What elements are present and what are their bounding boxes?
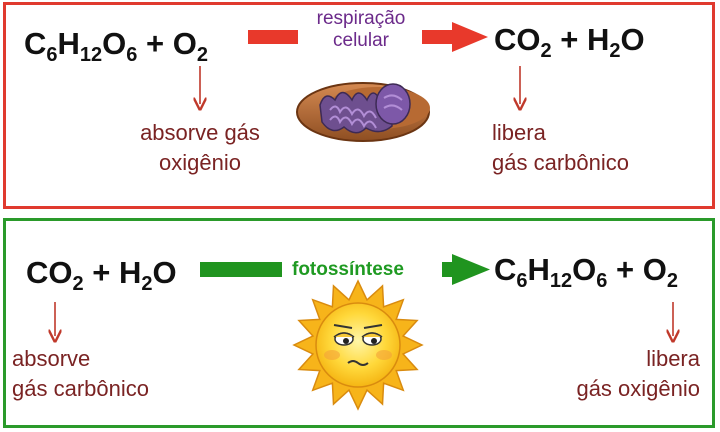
respiration-product-term1-part0: + (551, 22, 587, 57)
photosynthesis-reactant-term2-part0: H (118, 255, 142, 290)
photosynthesis-left-note: absorve gás carbônico (12, 344, 149, 404)
photosynthesis-left-note-line1: absorve (12, 346, 91, 371)
respiration-product-term2-part2: O (620, 22, 645, 57)
respiration-reactant-term1-part0: + (137, 26, 173, 61)
photosynthesis-right-note-line2: gás oxigênio (576, 376, 700, 401)
sun-cheek-right (376, 350, 392, 360)
respiration-right-note-line2: gás carbônico (492, 150, 629, 175)
respiration-products: CO2 + H2O (494, 22, 645, 61)
sun-pupil-left (343, 338, 349, 344)
photosynthesis-reactants: CO2 + H2O (26, 255, 177, 294)
respiration-reactants: C6H12O6 + O2 (24, 26, 208, 65)
photosynthesis-reactant-term2-part2: O (152, 255, 177, 290)
respiration-label-line2: celular (333, 30, 389, 51)
photosynthesis-product-term0-part4: O (572, 252, 597, 287)
sun-eyelid-left (333, 332, 355, 338)
photosynthesis-product-term1-part0: + (607, 252, 643, 287)
respiration-reactant-term2-part0: O (172, 26, 197, 61)
respiration-product-term0-part1: 2 (540, 40, 552, 62)
sun-cheek-left (324, 350, 340, 360)
respiration-product-term2-part0: H (586, 22, 610, 57)
photosynthesis-left-note-line2: gás carbônico (12, 376, 149, 401)
photosynthesis-label: fotossíntese (292, 259, 404, 280)
respiration-right-note: libera gás carbônico (492, 118, 629, 178)
respiration-left-note: absorve gás oxigênio (130, 118, 270, 178)
photosynthesis-arrow (200, 254, 490, 285)
respiration-product-term2-part1: 2 (609, 40, 621, 62)
photosynthesis-right-note-line1: libera (646, 346, 700, 371)
respiration-left-note-line2: oxigênio (159, 150, 241, 175)
sun-icon (292, 279, 424, 411)
photosynthesis-product-term0-part1: 6 (516, 270, 528, 292)
photosynthesis-reactant-term2-part1: 2 (141, 273, 153, 295)
sun-mouth (347, 360, 369, 366)
photosynthesis-product-term2-part0: O (642, 252, 667, 287)
sun-brow-right (363, 324, 383, 329)
photosynthesis-reactant-term0-part0: CO (26, 255, 73, 290)
respiration-reactant-term0-part0: C (24, 26, 47, 61)
mitochondrion-icon (296, 82, 430, 142)
photosynthesis-product-term2-part1: 2 (666, 270, 678, 292)
respiration-panel (3, 2, 715, 209)
photosynthesis-right-note: libera gás oxigênio (540, 344, 700, 404)
photosynthesis-reactant-term1-part0: + (83, 255, 119, 290)
respiration-reactant-term0-part4: O (102, 26, 127, 61)
sun-pupil-right (371, 338, 377, 344)
respiration-product-term0-part0: CO (494, 22, 541, 57)
photosynthesis-product-term0-part5: 6 (596, 270, 608, 292)
respiration-right-note-line1: libera (492, 120, 546, 145)
respiration-reactant-term0-part3: 12 (79, 44, 103, 66)
sun-eyelid-right (361, 332, 383, 338)
photosynthesis-products: C6H12O6 + O2 (494, 252, 678, 291)
sun-face (315, 302, 401, 388)
respiration-reactant-term2-part1: 2 (196, 44, 208, 66)
respiration-label: respiração celular (300, 8, 422, 52)
respiration-reactant-term0-part2: H (57, 26, 80, 61)
photosynthesis-panel (3, 218, 715, 428)
photosynthesis-product-term0-part3: 12 (549, 270, 573, 292)
respiration-reactant-term0-part1: 6 (46, 44, 58, 66)
respiration-arrow (248, 22, 488, 52)
respiration-reactant-term0-part5: 6 (126, 44, 138, 66)
photosynthesis-product-term0-part0: C (494, 252, 517, 287)
sun-brow-left (333, 324, 353, 329)
photosynthesis-product-term0-part2: H (527, 252, 550, 287)
respiration-left-note-line1: absorve gás (140, 120, 260, 145)
respiration-label-line1: respiração (316, 8, 406, 29)
photosynthesis-reactant-term0-part1: 2 (72, 273, 84, 295)
